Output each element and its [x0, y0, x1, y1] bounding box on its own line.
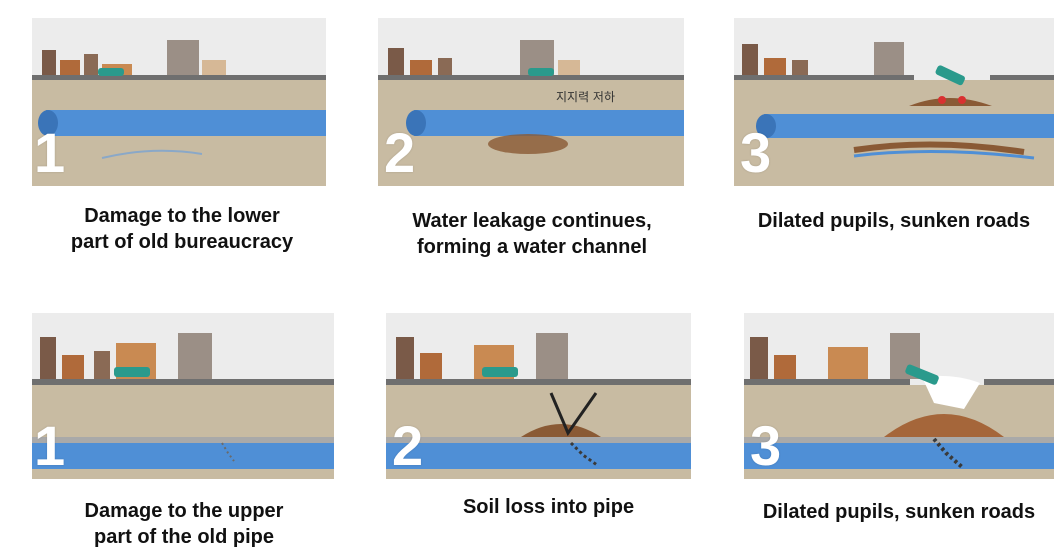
step-number: 3	[740, 121, 772, 184]
pipe-diagram	[734, 18, 1054, 186]
caption-soil-1: Damage to the upper part of the old pipe	[84, 500, 284, 548]
caption-leak-2: Water leakage continues, forming a water…	[412, 210, 652, 258]
step-number: 1	[34, 121, 66, 184]
caption-leak-3: Dilated pupils, sunken roads	[757, 210, 1031, 232]
panel-leak-3	[734, 18, 1054, 186]
overlay-label: 지지력 저하	[556, 90, 616, 104]
pipe-diagram	[744, 313, 1054, 479]
step-number: 2	[384, 121, 416, 184]
pipe-diagram	[32, 18, 326, 186]
pipe-diagram	[32, 313, 334, 479]
panel-leak-1	[32, 18, 326, 186]
panel-soil-1	[32, 313, 334, 479]
caption-soil-3: Dilated pupils, sunken roads	[762, 501, 1036, 523]
pipe-diagram	[386, 313, 691, 479]
panel-leak-2	[378, 18, 684, 186]
pipe-diagram	[378, 18, 684, 186]
panel-soil-2	[386, 313, 691, 479]
step-number: 3	[750, 414, 782, 477]
step-number: 2	[392, 414, 424, 477]
caption-leak-1: Damage to the lower part of old bureaucr…	[70, 205, 294, 253]
step-number: 1	[34, 414, 66, 477]
panel-soil-3	[744, 313, 1054, 479]
caption-soil-2: Soil loss into pipe	[462, 496, 635, 518]
